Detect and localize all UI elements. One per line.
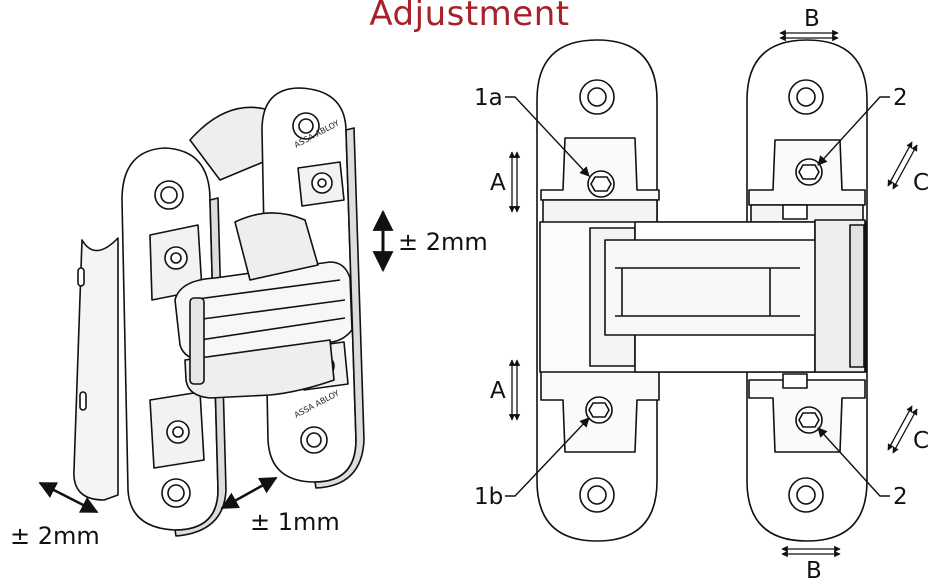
label-1a: 1a	[474, 85, 503, 111]
side-adjust-label: ± 1mm	[250, 508, 340, 536]
front-view-hinge	[536, 39, 868, 542]
depth-adjust-label: ± 2mm	[10, 522, 100, 550]
label-a-top: A	[490, 170, 506, 196]
label-2-bottom: 2	[893, 484, 908, 510]
label-c-bottom: C	[913, 428, 929, 454]
vertical-adjust-label: ± 2mm	[398, 228, 488, 256]
leader-1b	[505, 417, 590, 497]
label-a-bottom: A	[490, 378, 506, 404]
hex-screw-1b	[585, 396, 613, 424]
dir-c-bottom-arrow-2	[892, 408, 918, 454]
hex-screw-2-top	[795, 158, 823, 186]
leader-2-bottom	[817, 427, 890, 497]
dir-c-bottom-arrow-1	[887, 405, 913, 451]
perspective-hinge	[73, 87, 365, 537]
label-1b: 1b	[474, 484, 503, 510]
hex-screw-2-bottom	[795, 406, 823, 434]
label-c-top: C	[913, 170, 929, 196]
hex-screw-1a	[587, 170, 615, 198]
side-adjust-arrow	[220, 476, 278, 510]
dir-c-top-arrow-1	[887, 141, 913, 187]
leader-1a	[505, 96, 590, 177]
label-b-top: B	[804, 6, 820, 32]
label-b-bottom: B	[806, 558, 822, 581]
label-2-top: 2	[893, 85, 908, 111]
depth-adjust-arrow	[38, 481, 99, 514]
leader-2-top	[817, 96, 890, 166]
dir-c-top-arrow-2	[892, 144, 918, 190]
diagram-title: Adjustment	[369, 0, 570, 34]
